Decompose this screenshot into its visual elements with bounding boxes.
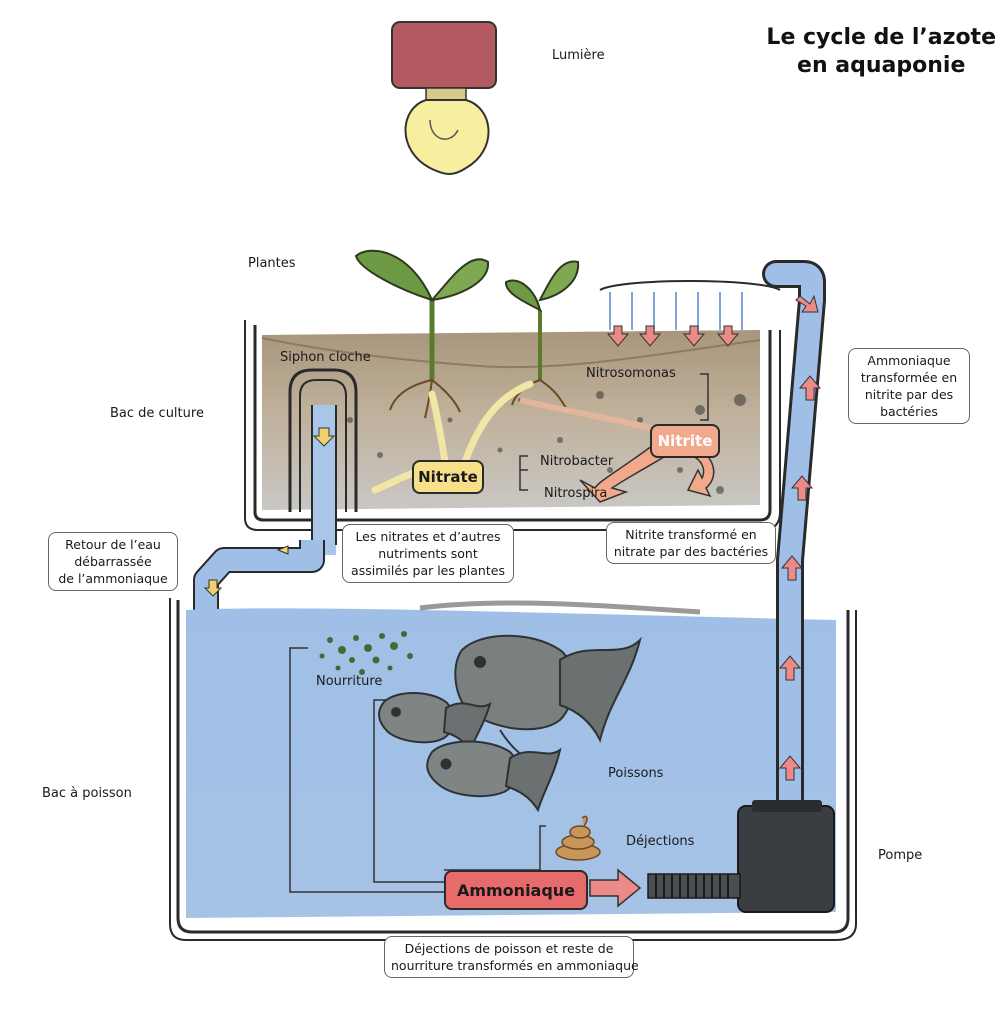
supply-pipe: [762, 260, 826, 826]
droppings-label: Déjections: [626, 834, 695, 849]
pump-label: Pompe: [878, 848, 923, 863]
callout-ammoniaque-line: bactéries: [880, 404, 938, 419]
callout-nitrates-line: assimilés par les plantes: [351, 563, 505, 578]
plant-icon: [505, 260, 580, 409]
plant-icon: [354, 249, 490, 419]
fish-icon: [426, 740, 562, 813]
nitrite-arrows: [519, 397, 715, 503]
siphon-bell: [288, 368, 358, 555]
siphon-label: Siphon cloche: [280, 350, 371, 365]
callout-ammoniaque-line: Ammoniaque: [867, 353, 951, 368]
callout-nitrite-line: Nitrite transformé en: [625, 527, 757, 542]
callout-dejections-line: nourriture transformés en ammoniaque: [391, 958, 639, 973]
nitrobacter-label: Nitrobacter: [540, 454, 614, 469]
plants-label: Plantes: [248, 256, 296, 271]
fish-icon: [378, 692, 492, 753]
upflow-arrows: [778, 294, 822, 781]
ammoniaque-badge: Ammoniaque: [444, 870, 588, 910]
callout-nitrates-line: Les nitrates et d’autres: [355, 529, 501, 544]
callout-ammoniaque-transformee: Ammoniaque transformée en nitrite par de…: [848, 348, 970, 424]
return-pipe: [193, 540, 325, 612]
grow-bed-label: Bac de culture: [110, 406, 204, 421]
lamp-icon: [391, 21, 497, 175]
title-line-1: Le cycle de l’azote: [766, 25, 996, 50]
title-line-2: en aquaponie: [797, 53, 966, 78]
callout-nitrates-line: nutriments sont: [378, 546, 478, 561]
callout-ammoniaque-line: transformée en: [860, 370, 958, 385]
diagram-title: Le cycle de l’azote en aquaponie: [766, 24, 996, 80]
nitrate-badge: Nitrate: [412, 460, 484, 494]
fish-tank-label: Bac à poisson: [42, 786, 132, 801]
callout-retour: Retour de l’eau débarrassée de l’ammonia…: [48, 532, 178, 591]
callout-dejections-poisson: Déjections de poisson et reste de nourri…: [384, 936, 639, 978]
droppings-icon: [555, 815, 601, 861]
nitrospira-label: Nitrospira: [544, 486, 608, 501]
callout-retour-line: Retour de l’eau: [65, 537, 161, 552]
food-label: Nourriture: [316, 674, 383, 689]
fish-label: Poissons: [608, 766, 664, 781]
food-pellets-icon: [319, 631, 413, 675]
callout-retour-line: de l’ammoniaque: [58, 571, 168, 586]
nitrosomonas-label: Nitrosomonas: [586, 366, 676, 381]
spray-bar: [599, 280, 781, 330]
callout-dejections-line: Déjections de poisson et reste de: [404, 941, 614, 956]
nitrite-badge: Nitrite: [650, 424, 720, 458]
light-label: Lumière: [552, 48, 605, 63]
callout-nitrates: Les nitrates et d’autres nutriments sont…: [342, 524, 514, 583]
spray-arrows: [606, 325, 740, 347]
ammoniaque-to-pump-arrow: [589, 868, 642, 908]
pump-icon: [647, 800, 835, 913]
callout-ammoniaque-line: nitrite par des: [864, 387, 954, 402]
callout-retour-line: débarrassée: [74, 554, 152, 569]
callout-nitrite-transforme: Nitrite transformé en nitrate par des ba…: [606, 522, 776, 564]
callout-nitrite-line: nitrate par des bactéries: [613, 544, 769, 559]
